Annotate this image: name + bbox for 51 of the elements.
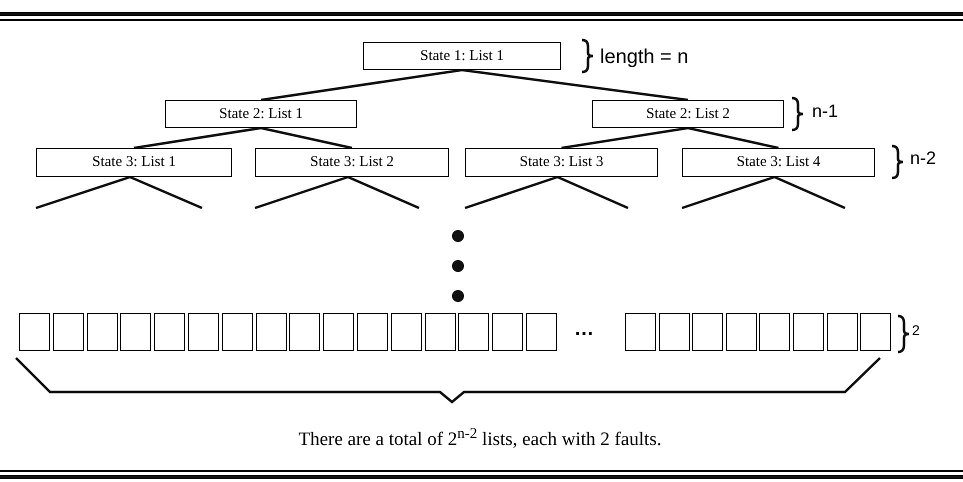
state-box: State 3: List 4 [682,148,875,177]
branch-line [254,176,348,210]
list-box [726,313,757,351]
branch-line [260,68,462,102]
brace-label: n-2 [910,147,936,170]
list-box [52,313,84,351]
list-box [793,313,824,351]
list-box [492,313,524,351]
branch-line [134,126,262,150]
state-box: State 3: List 3 [465,148,658,177]
state-box: State 1: List 1 [363,42,561,70]
branch-line [464,176,558,210]
list-box [860,313,892,351]
branch-line [561,126,688,150]
branch-line [260,126,352,150]
branch-line [462,68,688,102]
list-box [526,313,557,351]
list-box [86,313,118,351]
list-box [19,313,50,351]
list-box [222,313,253,351]
branch-line [348,176,420,210]
list-box [256,313,287,351]
list-box [625,313,656,351]
list-box [692,313,724,351]
list-box [323,313,354,351]
branch-line [774,176,846,210]
list-box [188,313,219,351]
branch-line [557,176,628,210]
list-box [658,313,690,351]
list-box [826,313,858,351]
brace-label: 2 [912,322,920,340]
list-box [458,313,490,351]
state-box: State 2: List 1 [165,100,357,128]
brace-label: n-1 [812,100,838,122]
branch-line [130,176,202,210]
branch-line [36,176,130,210]
brace-label: length = n [600,45,688,70]
list-box [120,313,152,351]
state-box: State 3: List 1 [36,148,232,177]
state-box: State 3: List 2 [255,148,449,177]
branch-line [688,126,779,150]
brace-label: … [574,317,594,342]
list-box [357,313,388,351]
list-box [424,313,456,351]
branch-line [682,176,775,210]
list-box [154,313,186,351]
list-box [289,313,320,351]
state-box: State 2: List 2 [592,100,784,128]
list-box [759,313,790,351]
list-box [390,313,422,351]
caption: There are a total of 2$^{n-2}$ lists, each with 2 faults. [298,430,662,449]
